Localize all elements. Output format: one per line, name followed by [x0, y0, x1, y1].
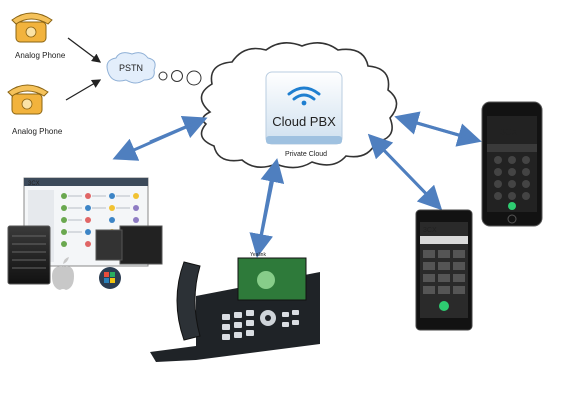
windows-logo-icon	[99, 267, 121, 289]
bubble	[158, 71, 168, 81]
bubble	[171, 70, 183, 82]
cloud-pbx-tile: Cloud PBX	[265, 71, 343, 145]
iphone: 3CX	[481, 101, 543, 227]
android-phone: 3CX	[415, 209, 473, 331]
wifi-icon	[287, 86, 321, 106]
desktop-brand: 3CX	[28, 181, 40, 187]
desktop-client: 3CX	[7, 177, 163, 290]
cloud-pbx-title: Cloud PBX	[272, 114, 336, 129]
pstn-cloud: PSTN	[106, 52, 156, 84]
cloud-pbx-subtitle: Private Cloud	[285, 151, 327, 158]
phone-brand: Yealink	[250, 252, 266, 258]
analog-phone-icon	[7, 84, 49, 115]
connector-android	[367, 133, 443, 211]
apple-logo-icon	[52, 257, 74, 290]
connector-deskphone	[249, 158, 285, 258]
pstn-label: PSTN	[119, 63, 143, 73]
analog-phone-icon	[11, 12, 53, 43]
arrow-phone1-pstn	[67, 37, 102, 63]
connector-iphone	[394, 111, 482, 147]
analog-phone-2: Analog Phone	[7, 84, 63, 136]
arrow-phone2-pstn	[65, 79, 102, 101]
analog-phone-label: Analog Phone	[12, 127, 63, 136]
analog-phone-1: Analog Phone	[11, 12, 66, 60]
connector-desktop	[112, 115, 208, 161]
analog-phone-label: Analog Phone	[15, 51, 66, 60]
bubble	[186, 70, 202, 86]
iphone-brand: 3CX	[500, 127, 518, 137]
android-brand: 3CX	[423, 227, 437, 234]
desk-phone: Yealink	[150, 252, 320, 362]
